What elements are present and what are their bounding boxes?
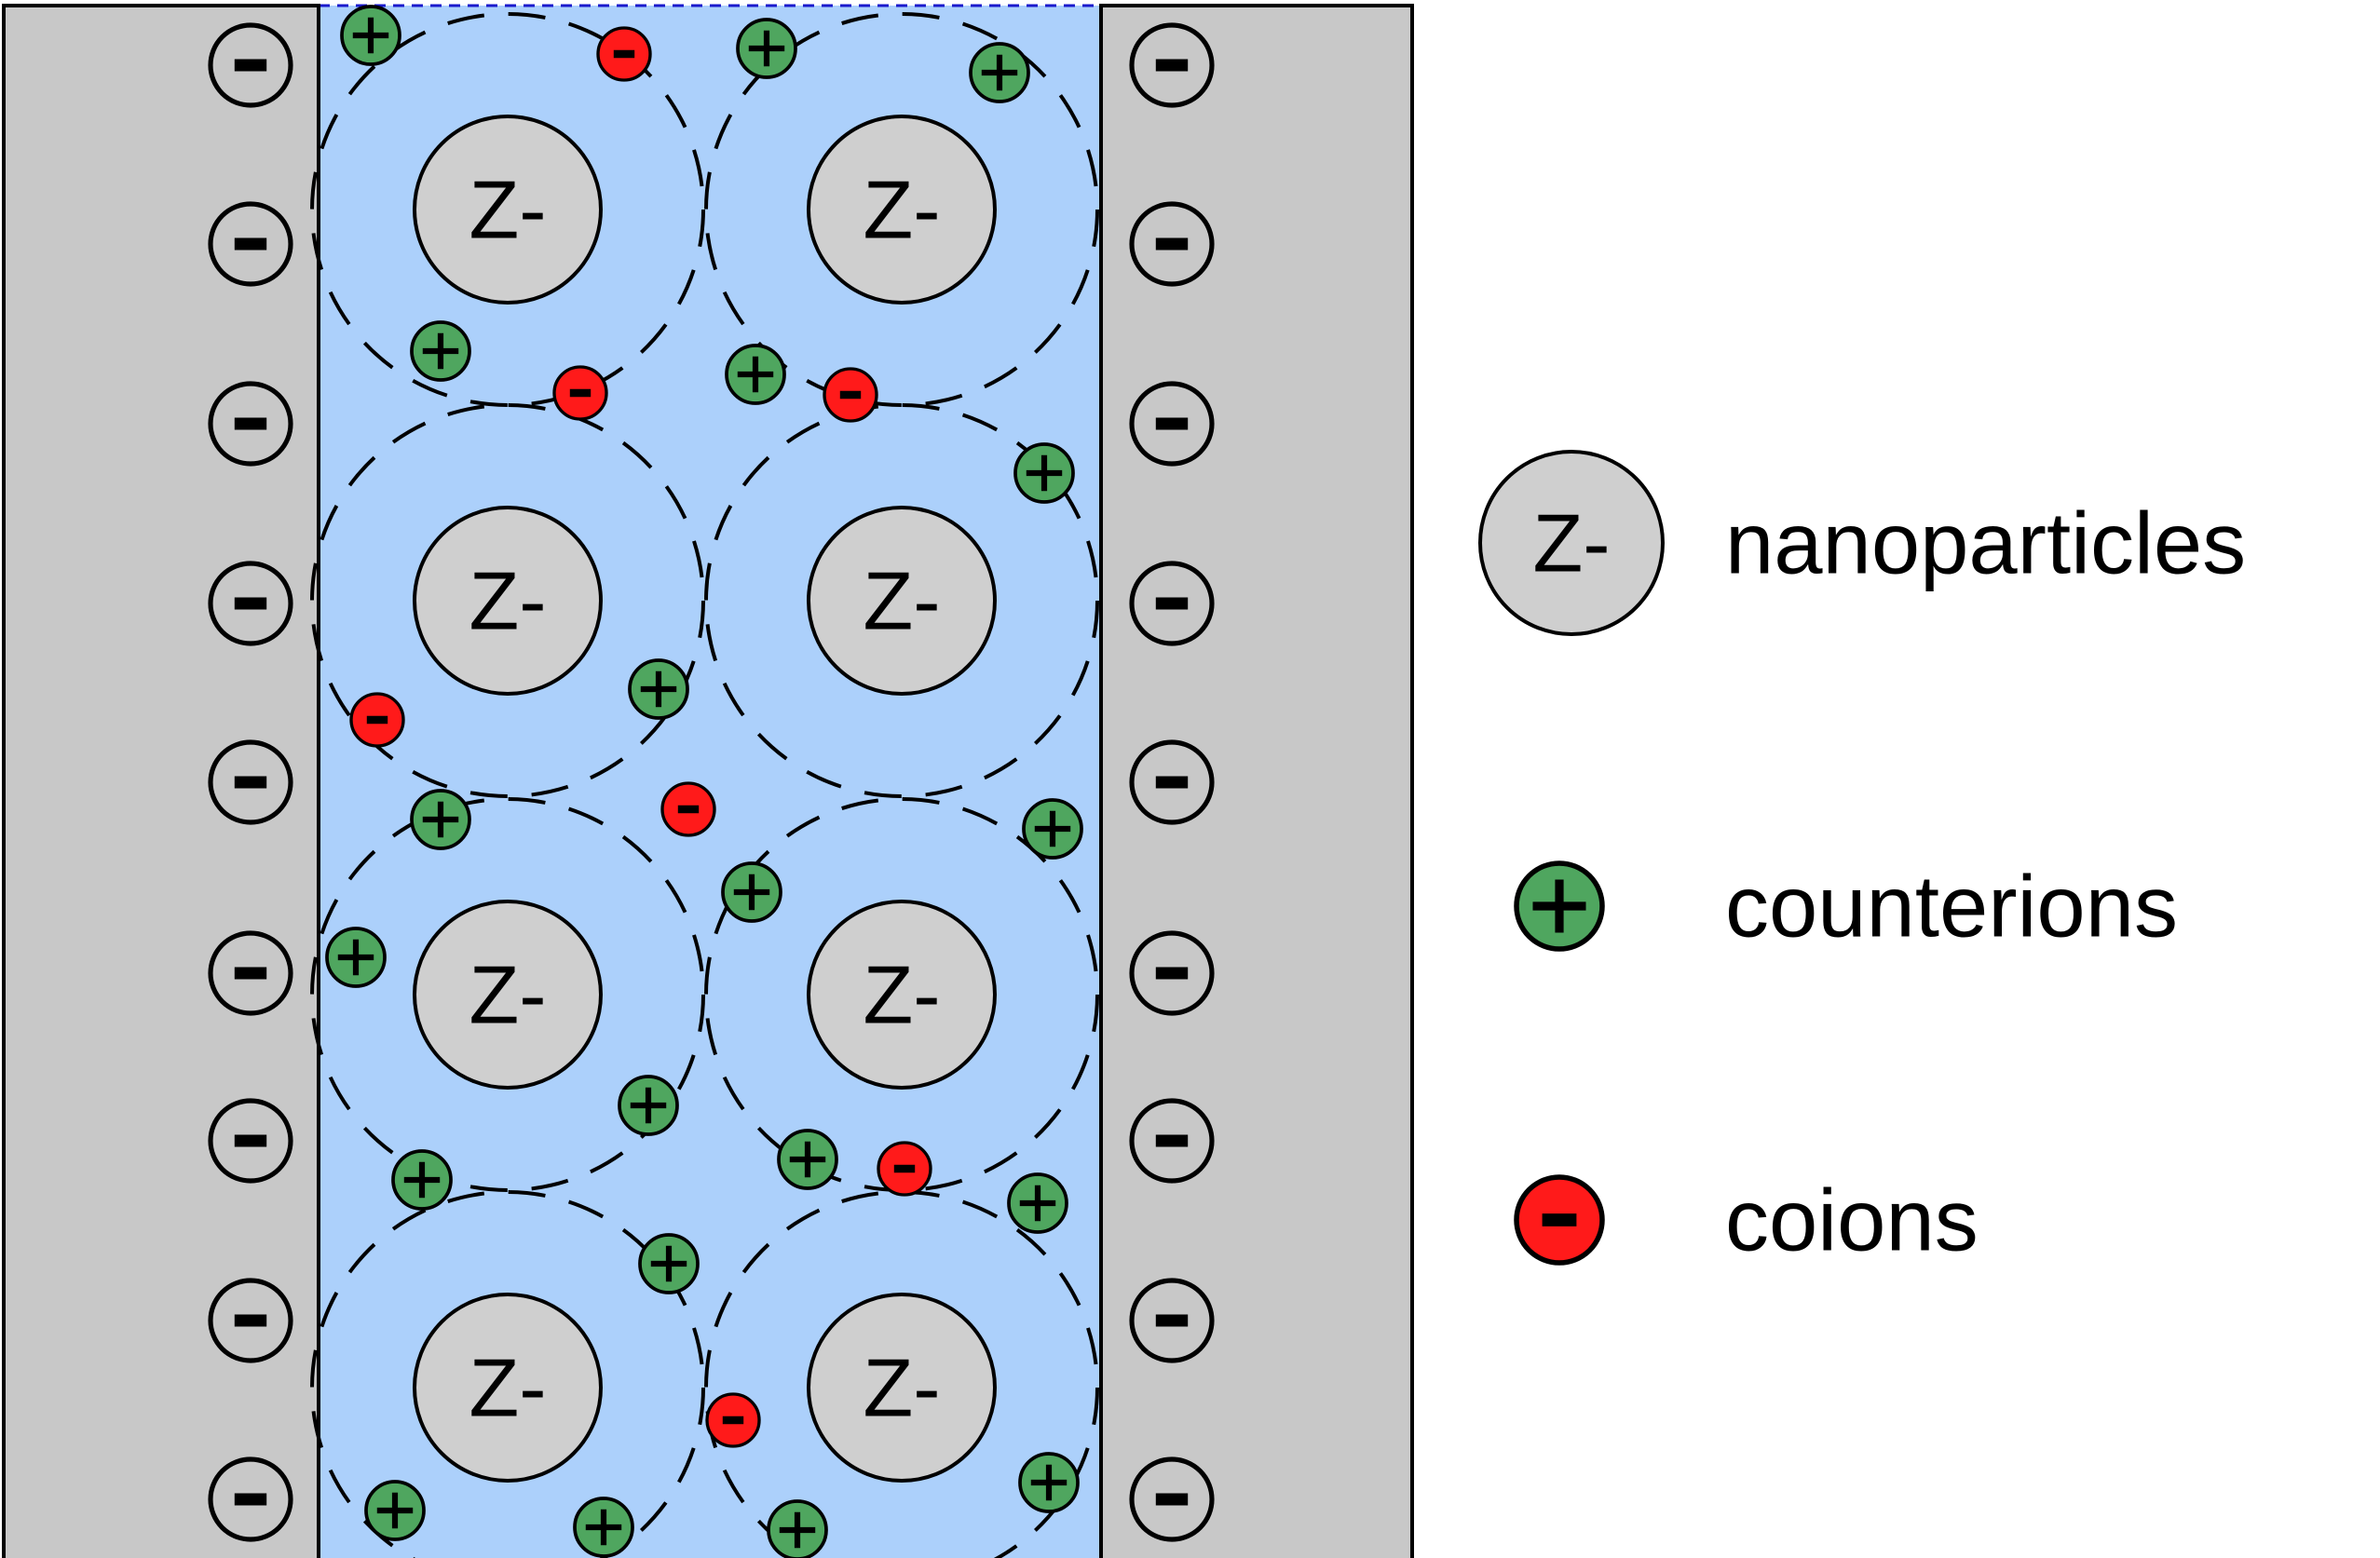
wall-charge-minus-icon (208, 1098, 293, 1184)
double-layer-boundary (704, 1190, 1099, 1558)
wall-charge-minus-icon (208, 381, 293, 467)
wall-charge-minus-icon (208, 1456, 293, 1542)
counterion-plus-icon (1007, 1172, 1068, 1234)
coion-minus-icon (660, 781, 716, 837)
counterion-plus-icon (410, 320, 471, 382)
counterion-plus-icon (1514, 860, 1605, 952)
counterion-plus-icon (573, 1497, 634, 1558)
coion-minus-icon (705, 1392, 761, 1448)
wall-charge-minus-icon (208, 561, 293, 646)
wall-charge-minus-icon (1129, 561, 1215, 646)
electric-double-layers (310, 12, 1099, 1558)
counterion-plus-icon (1013, 442, 1075, 504)
counterion-plus-icon (1022, 798, 1083, 860)
legend-nanoparticles-label: nanoparticles (1725, 494, 2246, 592)
nanoparticle: Z- (413, 506, 603, 696)
coion-minus-icon (596, 26, 652, 82)
double-layer-boundary (310, 1190, 705, 1558)
nanoparticle: Z- (807, 506, 997, 696)
counterion-plus-icon (325, 927, 387, 988)
legend-nanoparticle-symbol: Z- (1532, 497, 1610, 589)
wall-charge-minus-icon (1129, 381, 1215, 467)
counterions-group (325, 5, 1083, 1558)
double-layer-boundary (704, 12, 1099, 407)
counterion-plus-icon (767, 1499, 828, 1558)
counterion-plus-icon (628, 658, 689, 720)
legend: Z- nanoparticles counterions coions (1478, 450, 2246, 1269)
legend-coion-icon (1514, 1174, 1605, 1266)
legend-counterion-icon (1514, 860, 1605, 952)
counterion-plus-icon (736, 18, 797, 79)
nanoparticle: Z- (413, 1293, 603, 1483)
double-layer-boundary (704, 403, 1099, 798)
wall-charge-minus-icon (1129, 1278, 1215, 1363)
wall-charge-minus-icon (208, 930, 293, 1016)
coion-minus-icon (877, 1141, 932, 1197)
counterion-plus-icon (391, 1149, 453, 1211)
legend-counterions-label: counterions (1725, 858, 2178, 955)
wall-charge-minus-icon (208, 1278, 293, 1363)
double-layer-boundary (310, 12, 705, 407)
nanoparticle: Z- (413, 900, 603, 1090)
wall-charge-minus-icon (1129, 22, 1215, 108)
wall-charge-minus-icon (1129, 1098, 1215, 1184)
nanoparticle-label: Z- (863, 949, 940, 1041)
counterion-plus-icon (340, 5, 401, 66)
counterion-plus-icon (1018, 1452, 1080, 1513)
counterion-plus-icon (410, 789, 471, 850)
nanoparticle-label: Z- (469, 1342, 546, 1434)
left-wall-charges (208, 22, 293, 1542)
wall-charge-minus-icon (1129, 201, 1215, 287)
coion-minus-icon (1514, 1174, 1605, 1266)
coion-minus-icon (552, 365, 608, 421)
coion-minus-icon (823, 367, 878, 423)
counterion-plus-icon (638, 1233, 700, 1294)
nanoparticle: Z- (807, 900, 997, 1090)
counterion-plus-icon (364, 1480, 426, 1541)
counterion-plus-icon (721, 861, 782, 923)
right-wall-charges (1129, 22, 1215, 1542)
double-layer-boundary (310, 403, 705, 798)
legend-coions-label: coions (1725, 1172, 1979, 1269)
right-wall (1099, 4, 1414, 1558)
wall-charge-minus-icon (1129, 930, 1215, 1016)
double-layer-boundary (704, 797, 1099, 1192)
counterion-plus-icon (725, 344, 786, 405)
double-layer-boundary (310, 797, 705, 1192)
nanoparticle: Z- (413, 115, 603, 305)
wall-charge-minus-icon (208, 201, 293, 287)
counterion-plus-icon (618, 1075, 679, 1136)
nanoparticle-label: Z- (469, 164, 546, 256)
counterion-plus-icon (777, 1129, 838, 1190)
nanoparticle: Z- (807, 115, 997, 305)
wall-charge-minus-icon (1129, 739, 1215, 825)
nanoparticle-label: Z- (469, 949, 546, 1041)
nanoparticle-label: Z- (863, 1342, 940, 1434)
coions-group (349, 26, 932, 1448)
nanoparticles-group: Z- Z- Z- Z- Z- Z- Z- Z- (413, 115, 997, 1483)
nanoparticle-label: Z- (863, 555, 940, 647)
nanoparticle-label: Z- (469, 555, 546, 647)
nanoparticle: Z- (807, 1293, 997, 1483)
legend-nanoparticle-icon: Z- (1478, 450, 1665, 636)
left-wall (2, 4, 320, 1558)
nanoparticle-label: Z- (863, 164, 940, 256)
counterion-plus-icon (969, 42, 1030, 103)
wall-charge-minus-icon (208, 22, 293, 108)
coion-minus-icon (349, 692, 405, 748)
wall-charge-minus-icon (208, 739, 293, 825)
wall-charge-minus-icon (1129, 1456, 1215, 1542)
